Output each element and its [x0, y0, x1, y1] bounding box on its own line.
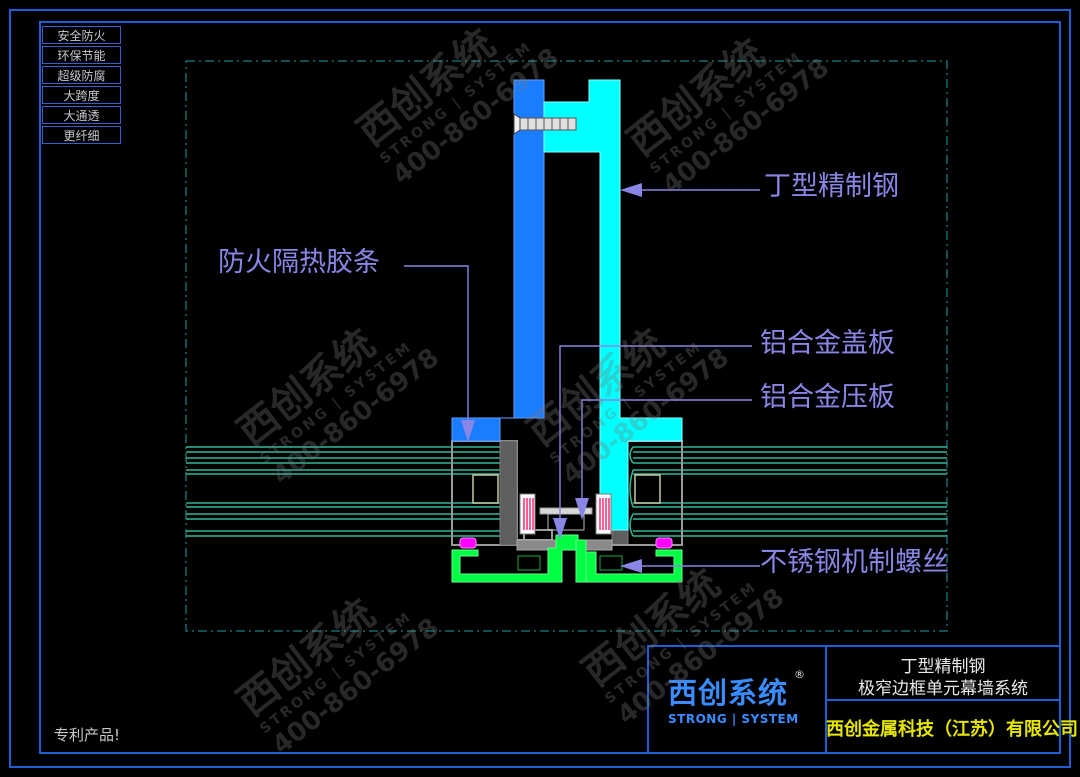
- company-name: 西创金属科技（江苏）有限公司: [826, 719, 1078, 740]
- patent-note: 专利产品!: [54, 726, 121, 744]
- spacer-right: [634, 474, 661, 504]
- callout-cover-plate: 铝合金盖板: [760, 328, 895, 359]
- tag-anticorrosion: 超级防腐: [42, 66, 121, 84]
- callout-screw: 不锈钢机制螺丝: [760, 547, 949, 578]
- inner-border: [39, 21, 1061, 754]
- callout-t-steel: 丁型精制钢: [764, 171, 899, 202]
- leader-arrows: [461, 183, 642, 573]
- top-screw: [513, 113, 577, 135]
- screw-clip-left: [517, 555, 541, 571]
- detail-boundary: [185, 60, 948, 632]
- logo-en: STRONG | SYSTEM: [668, 712, 799, 726]
- title-system: 极窄边框单元幕墙系统: [858, 679, 1028, 699]
- outer-border: [9, 9, 1071, 768]
- title-block-frame: [647, 645, 1061, 754]
- leader-lines: [404, 189, 760, 567]
- grey-frame-left-wall: [499, 440, 518, 546]
- tag-transparent: 大通透: [42, 106, 121, 124]
- gasket-right: [655, 537, 673, 549]
- green-cap-right: [579, 549, 683, 583]
- title-product: 丁型精制钢: [900, 657, 986, 677]
- tag-slim: 更纤细: [42, 126, 121, 144]
- fire-strip-left: [519, 493, 536, 535]
- glass-panel-left: [186, 446, 504, 537]
- green-cap-left: [451, 534, 587, 583]
- tag-large-span: 大跨度: [42, 86, 121, 104]
- glass-panel-right: [629, 446, 947, 537]
- callout-fire-strip: 防火隔热胶条: [218, 247, 380, 278]
- tag-fireproof: 安全防火: [42, 26, 121, 44]
- registered-mark: ®: [794, 668, 805, 681]
- gasket-left: [459, 537, 477, 549]
- spacer-left: [472, 474, 499, 504]
- green-cap-right-stem: [575, 539, 587, 583]
- cover-plate: [547, 513, 585, 531]
- tag-eco: 环保节能: [42, 46, 121, 64]
- fire-strip-right: [595, 493, 612, 535]
- logo-cn: 西创系统: [668, 676, 789, 710]
- screw-clip-right: [599, 555, 623, 571]
- callout-pressure-plate: 铝合金压板: [760, 382, 895, 413]
- cyan-t-steel-profile: [543, 79, 683, 531]
